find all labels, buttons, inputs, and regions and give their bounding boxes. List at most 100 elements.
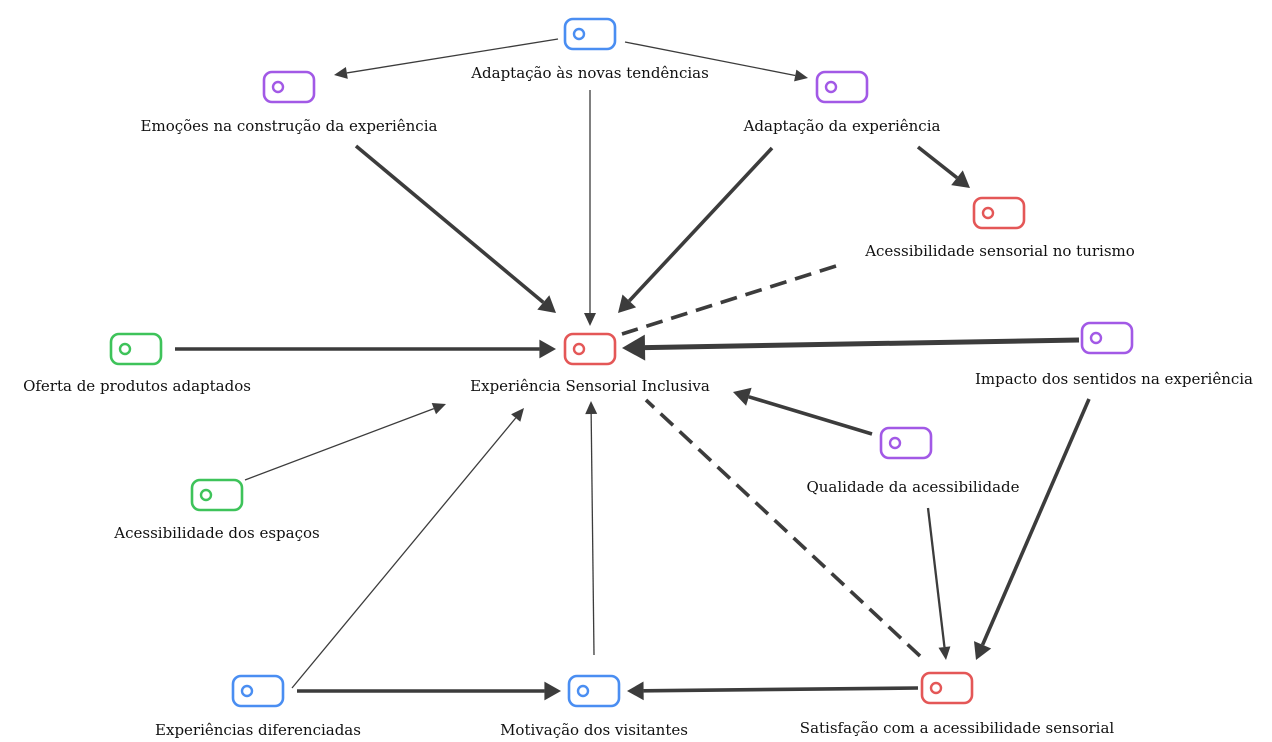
tag-toggle-icon [815,70,869,104]
node-acess-espacos[interactable]: Acessibilidade dos espaços [113,478,320,542]
arrowhead-icon [618,294,637,313]
node-icon-frame [972,196,1026,230]
node-icon-dot [888,436,902,450]
edge-line [354,144,545,304]
node-icon-dot [271,80,285,94]
edge-line [644,398,922,658]
node-acess-sensorial-turismo[interactable]: Acessibilidade sensorial no turismo [864,196,1135,260]
arrowhead-icon [733,387,752,406]
node-label: Experiência Sensorial Inclusiva [470,377,710,395]
arrowhead-icon [511,408,524,422]
node-icon-dot [824,80,838,94]
node-label: Adaptação da experiência [743,117,941,135]
edge-line [643,686,919,693]
edge-line [244,407,435,481]
node-experiencias-dif[interactable]: Experiências diferenciadas [155,674,361,739]
arrowhead-icon [544,681,561,701]
edge-adaptacao-tendencias-to-experiencia-sensorial [584,90,596,326]
node-icon-dot [929,681,943,695]
node-experiencia-sensorial[interactable]: Experiência Sensorial Inclusiva [470,332,710,395]
node-icon-dot [118,342,132,356]
edge-line [926,507,946,648]
node-icon-frame [262,70,316,104]
edge-line [291,417,517,689]
node-icon-frame [920,671,974,705]
edge-adaptacao-tendencias-to-adaptacao-experiencia [624,41,808,82]
node-icon-dot [572,342,586,356]
tag-toggle-icon [972,196,1026,230]
node-label: Impacto dos sentidos na experiência [975,370,1253,388]
node-icon-dot [199,488,213,502]
node-emocoes[interactable]: Emoções na construção da experiência [141,70,438,135]
edge-experiencias-dif-to-experiencia-sensorial [291,408,524,689]
edge-experiencias-dif-to-motivacao [297,681,561,701]
edge-line [916,145,959,180]
node-label: Acessibilidade sensorial no turismo [864,242,1135,260]
node-icon-dot [572,27,586,41]
arrowhead-icon [537,295,556,313]
node-adaptacao-tendencias[interactable]: Adaptação às novas tendências [470,17,709,82]
edge-line [627,146,774,303]
edge-impacto-sentidos-to-experiencia-sensorial [622,334,1080,361]
node-label: Motivação dos visitantes [500,721,688,739]
node-icon-frame [1080,321,1134,355]
arrowhead-icon [974,641,992,660]
tag-toggle-icon [231,674,285,708]
node-icon-frame [567,674,621,708]
node-icon-frame [879,426,933,460]
edge-line [624,41,796,77]
arrowhead-icon [431,403,446,415]
tag-toggle-icon [879,426,933,460]
tag-toggle-icon [190,478,244,512]
arrowhead-icon [951,170,970,188]
node-adaptacao-experiencia[interactable]: Adaptação da experiência [743,70,941,135]
arrowhead-icon [627,681,644,701]
node-icon-dot [981,206,995,220]
node-satisfacao[interactable]: Satisfação com a acessibilidade sensoria… [800,671,1115,737]
node-icon-frame [815,70,869,104]
tag-toggle-icon [563,332,617,366]
node-label: Satisfação com a acessibilidade sensoria… [800,719,1115,737]
edge-line [644,337,1080,351]
arrowhead-icon [334,67,348,79]
edge-line [346,38,559,74]
edge-qualidade-acess-to-satisfacao [926,507,951,660]
node-icon-frame [563,332,617,366]
node-icon-frame [231,674,285,708]
node-icon-dot [1089,331,1103,345]
arrowhead-icon [585,401,598,415]
edge-line [748,395,873,436]
edge-line [590,413,595,656]
edge-impacto-sentidos-to-satisfacao [974,398,1091,660]
node-label: Emoções na construção da experiência [141,117,438,135]
arrowhead-icon [938,646,951,660]
arrowhead-icon [584,313,596,326]
node-impacto-sentidos[interactable]: Impacto dos sentidos na experiência [975,321,1253,388]
node-oferta-produtos[interactable]: Oferta de produtos adaptados [23,332,251,395]
node-qualidade-acess[interactable]: Qualidade da acessibilidade [806,426,1020,496]
node-icon-dot [576,684,590,698]
tag-toggle-icon [563,17,617,51]
edge-layer [175,38,1091,701]
edge-qualidade-acess-to-experiencia-sensorial [733,387,873,436]
tag-toggle-icon [262,70,316,104]
node-motivacao[interactable]: Motivação dos visitantes [500,674,688,739]
edge-satisfacao-to-experiencia-sensorial [644,398,922,658]
node-icon-frame [109,332,163,366]
node-label: Adaptação às novas tendências [470,64,709,82]
arrowhead-icon [622,334,646,361]
node-label: Oferta de produtos adaptados [23,377,251,395]
arrowhead-icon [794,69,808,82]
edge-adaptacao-tendencias-to-emocoes [334,38,559,79]
node-icon-frame [190,478,244,512]
edge-motivacao-to-experiencia-sensorial [585,401,598,656]
edge-acess-sensorial-turismo-to-experiencia-sensorial [621,264,837,336]
node-label: Experiências diferenciadas [155,721,361,739]
edge-adaptacao-experiencia-to-acess-sensorial-turismo [916,145,970,188]
tag-toggle-icon [567,674,621,708]
edge-line [621,264,837,336]
arrowhead-icon [539,339,556,359]
node-label: Qualidade da acessibilidade [806,478,1019,496]
edge-adaptacao-experiencia-to-experiencia-sensorial [618,146,774,313]
